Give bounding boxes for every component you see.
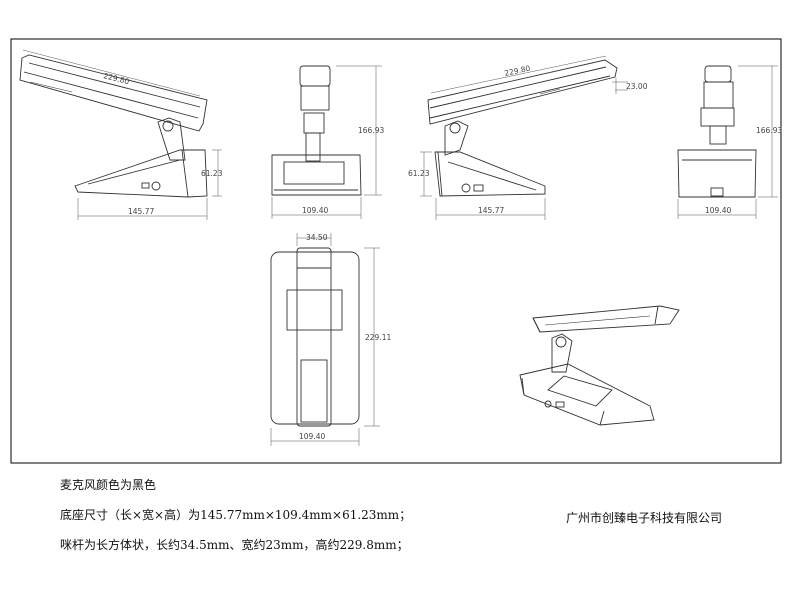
- dim-side-total-height: 166.93: [358, 126, 384, 135]
- note-base-size: 底座尺寸（长×宽×高）为145.77mm×109.4mm×61.23mm；: [60, 508, 412, 522]
- dim-top-bar-width: 34.50: [306, 233, 328, 242]
- side-view-dimensions: [271, 65, 382, 219]
- front-view-dimensions: [22, 49, 222, 220]
- dim-front-base-height: 61.23: [201, 169, 223, 178]
- dim-side2-total-height: 166.93: [756, 126, 782, 135]
- dim-rear-bar-height: 23.00: [626, 82, 648, 91]
- dim-side-base-width: 109.40: [302, 206, 328, 215]
- top-view: [270, 247, 360, 427]
- note-bar-size: 咪杆为长方体状，长约34.5mm、宽约23mm，高约229.8mm；: [60, 538, 409, 552]
- side-view: [271, 65, 362, 196]
- dim-top-total-length: 229.11: [365, 333, 391, 342]
- dim-rear-base-length: 145.77: [478, 206, 504, 215]
- sheet-frame: [10, 38, 782, 464]
- dim-front-bar-length: 229.80: [103, 71, 131, 86]
- company-name: 广州市创臻电子科技有限公司: [566, 511, 723, 525]
- top-view-dimensions: [270, 233, 380, 446]
- dim-rear-bar-length: 229.80: [504, 64, 532, 78]
- dim-rear-base-height: 61.23: [408, 169, 430, 178]
- rear-view: [427, 59, 618, 197]
- rear-view-dimensions: [420, 55, 628, 220]
- dim-side2-base-width: 109.40: [705, 206, 731, 215]
- side-view-2: [677, 65, 757, 198]
- isometric-view: [519, 305, 680, 426]
- note-color: 麦克风颜色为黑色: [60, 478, 157, 492]
- dim-front-base-length: 145.77: [128, 207, 154, 216]
- front-view: [19, 54, 208, 198]
- side-view-2-dimensions: [677, 65, 778, 219]
- dim-top-base-width: 109.40: [299, 432, 325, 441]
